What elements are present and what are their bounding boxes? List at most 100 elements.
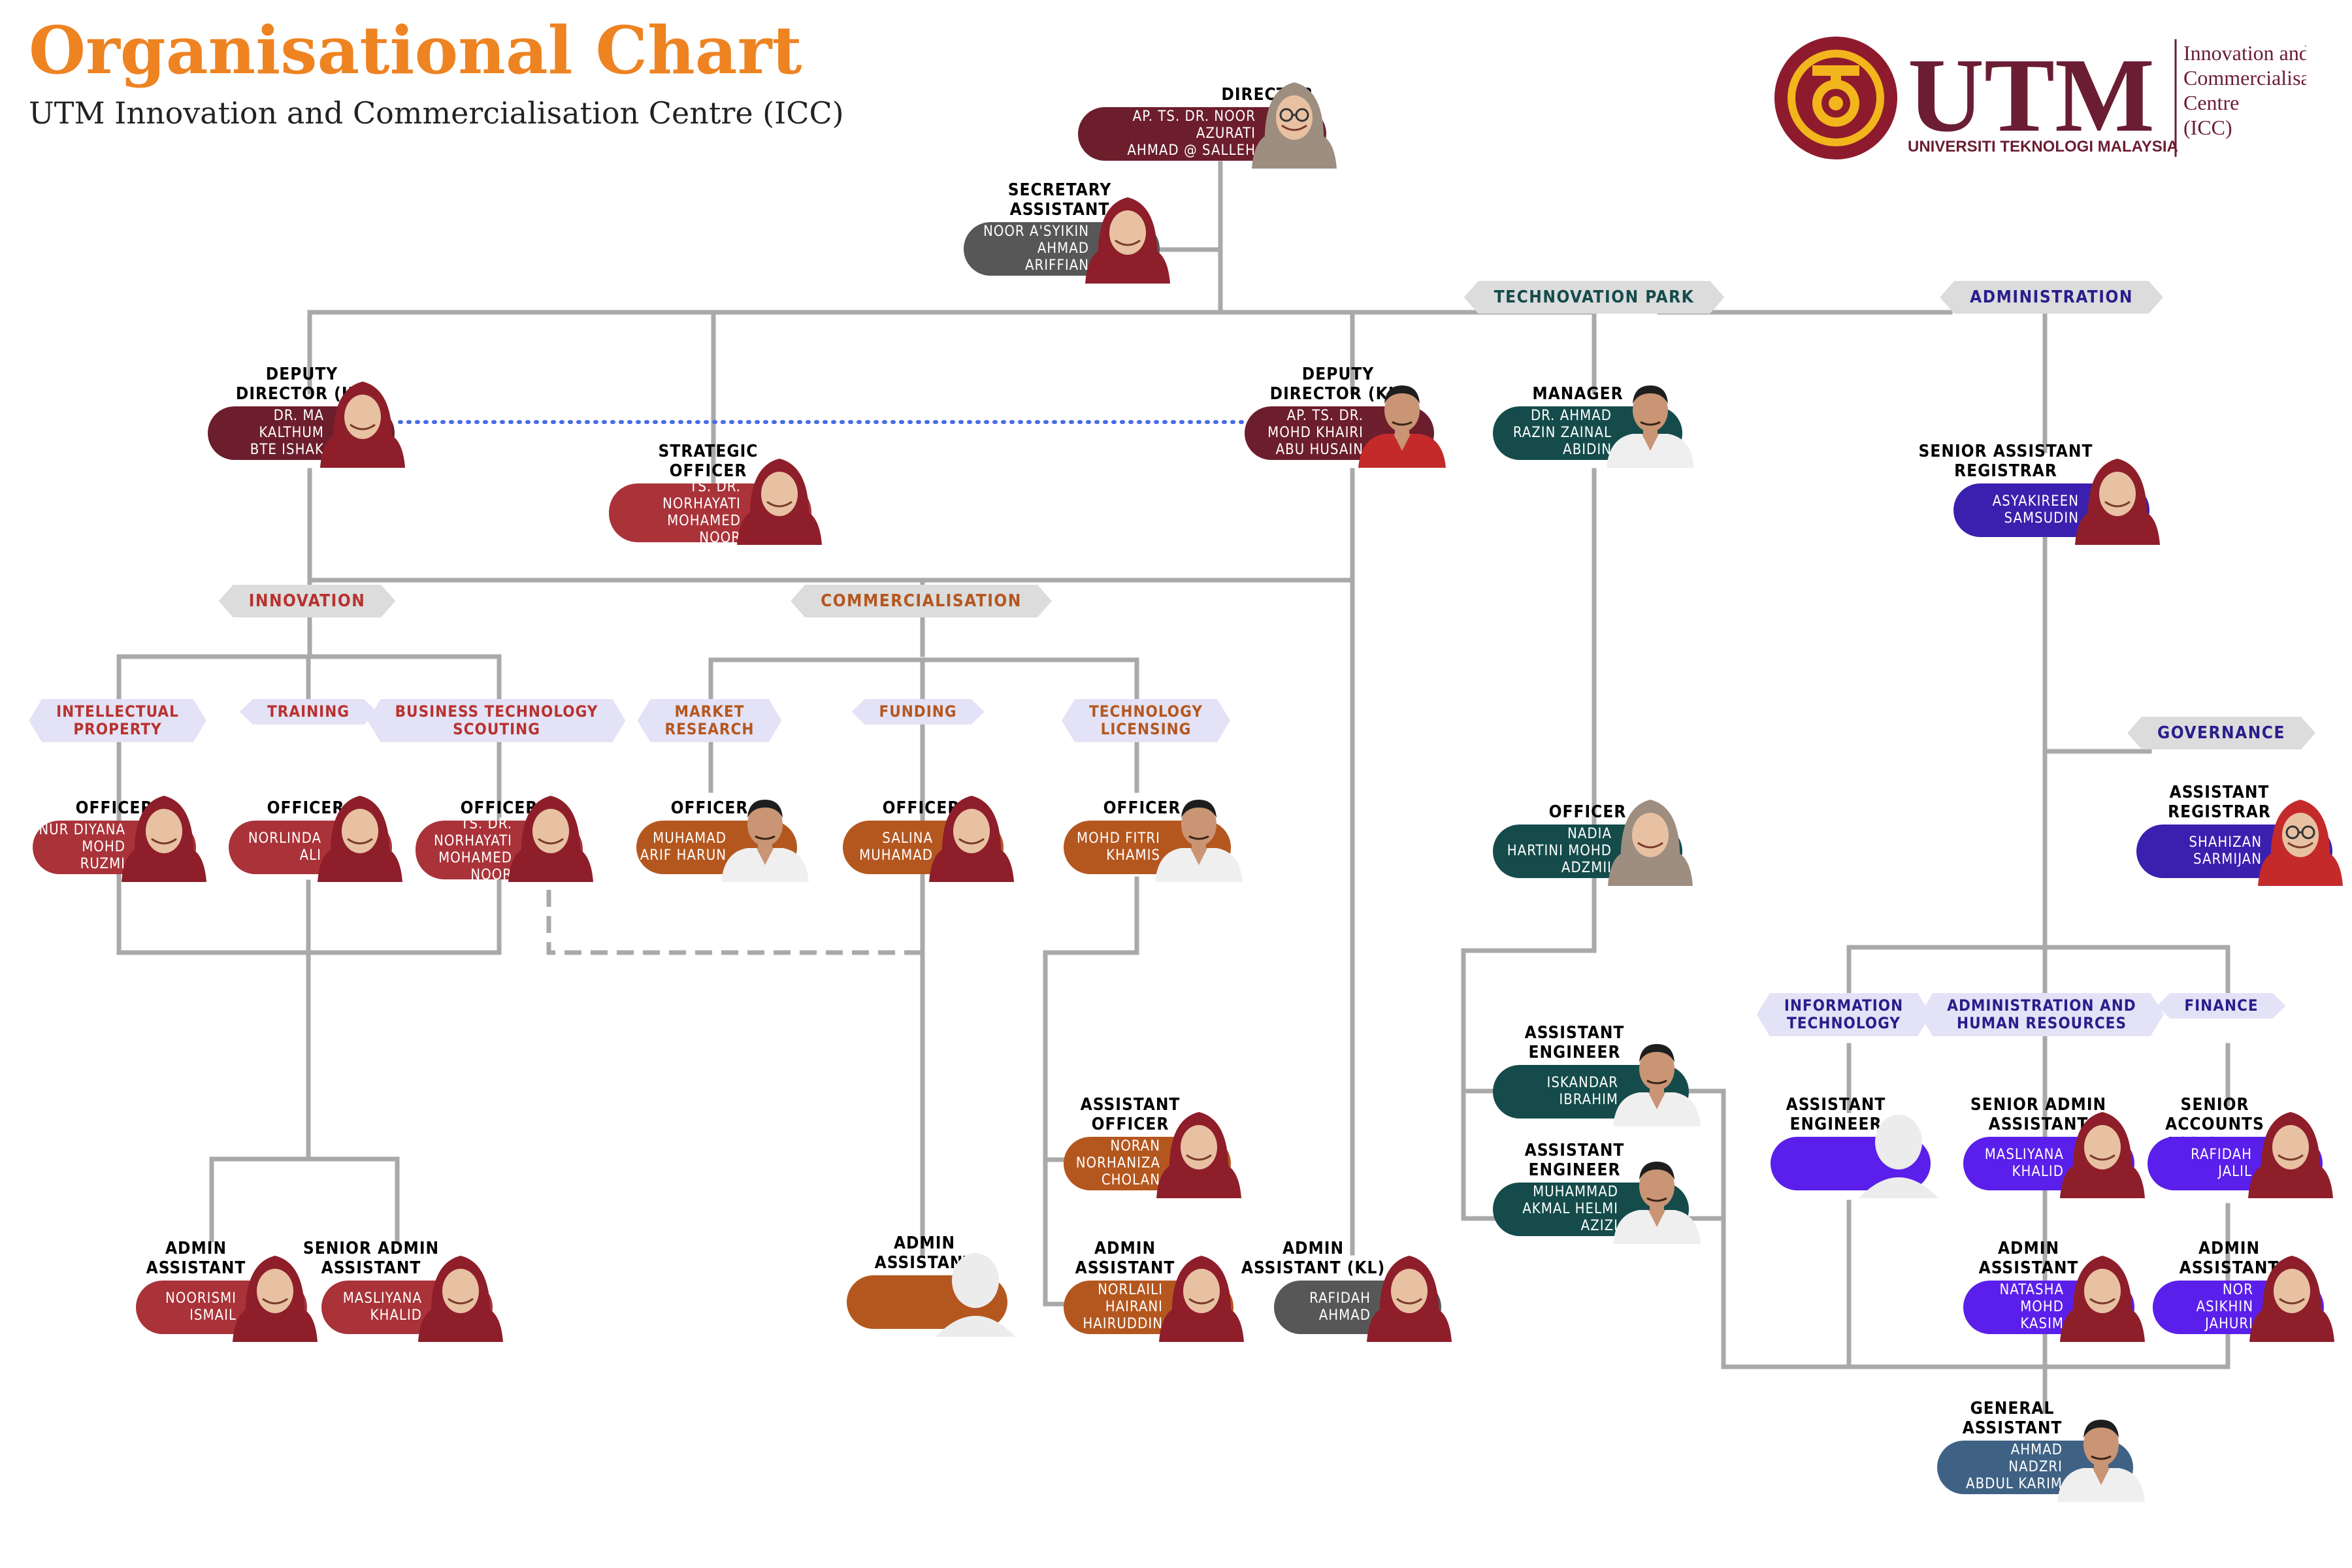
subunit-adminhr: ADMINISTRATION AND HUMAN RESOURCES	[1919, 993, 2163, 1036]
subunit-label: INTELLECTUAL PROPERTY	[56, 702, 179, 738]
role-title-saa_masliyana2: SENIOR ADMIN ASSISTANT	[1970, 1095, 2107, 1134]
role-title-off_market: OFFICER	[670, 798, 749, 818]
role-title-ga: GENERAL ASSISTANT	[1962, 1399, 2063, 1438]
person-name: SALINA MUHAMAD	[859, 830, 933, 864]
subunit-label: BUSINESS TECHNOLOGY SCOUTING	[395, 702, 598, 738]
hijab-maroon-icon	[2071, 447, 2164, 545]
subunit-label: ADMINISTRATION AND HUMAN RESOURCES	[1947, 996, 2136, 1032]
subunit-funding: FUNDING	[851, 699, 984, 725]
hijab-maroon-icon	[925, 784, 1018, 882]
section-header-commercialisation: COMMERCIALISATION	[791, 585, 1052, 617]
person-name: AP. TS. DR. MOHD KHAIRI ABU HUSAIN	[1267, 408, 1364, 458]
section-header-technovation: TECHNOVATION PARK	[1464, 281, 1725, 314]
person-name: TS. DR. NORHAYATI MOHAMED NOOR	[662, 479, 741, 546]
subunit-finance: FINANCE	[2157, 993, 2285, 1019]
blank-avatar-icon	[1852, 1100, 1945, 1198]
person-name: NORLAILI HAIRANI HAIRUDDIN	[1083, 1282, 1163, 1332]
hijab-maroon-icon	[2246, 1244, 2338, 1342]
subunit-licensing: TECHNOLOGY LICENSING	[1062, 699, 1230, 742]
role-title-off_tp: OFFICER	[1548, 802, 1627, 822]
role-title-ao_noran: ASSISTANT OFFICER	[1080, 1095, 1181, 1134]
role-title-off_funding: OFFICER	[882, 798, 960, 818]
page-subtitle: UTM Innovation and Commercialisation Cen…	[29, 95, 844, 131]
person-name: RAFIDAH AHMAD	[1309, 1290, 1371, 1324]
hijab-maroon-icon	[1152, 1100, 1245, 1198]
section-header-governance: GOVERNANCE	[2127, 717, 2315, 749]
man-white-shirt-icon	[1610, 1146, 1703, 1244]
hijab-maroon-icon	[118, 784, 210, 882]
man-white-shirt-icon	[1610, 1028, 1703, 1126]
subunit-label: MARKET RESEARCH	[664, 702, 755, 738]
svg-text:UNIVERSITI TEKNOLOGI MALAYSIA: UNIVERSITI TEKNOLOGI MALAYSIA	[1908, 138, 2178, 155]
hijab-grey-glasses-icon	[1248, 71, 1341, 169]
hijab-maroon-icon	[1155, 1244, 1248, 1342]
man-white-shirt-icon	[2055, 1404, 2148, 1502]
person-name: MASLIYANA KHALID	[342, 1290, 422, 1324]
man-white-shirt-icon	[719, 784, 811, 882]
person-name: MUHAMMAD AKMAL HELMI AZIZI	[1522, 1184, 1618, 1234]
svg-text:Innovation and Commercia: Innovation and Commercialisation Centre …	[2183, 41, 2306, 139]
role-title-sar: SENIOR ASSISTANT REGISTRAR	[1918, 442, 2093, 481]
person-name: SHAHIZAN SARMIJAN	[2189, 834, 2262, 868]
hijab-red-glasses-icon	[2254, 788, 2347, 886]
role-title-saa_masliyana: SENIOR ADMIN ASSISTANT	[302, 1239, 440, 1278]
person-name: MASLIYANA KHALID	[1984, 1147, 2064, 1180]
man-white-shirt-icon	[1152, 784, 1245, 882]
role-title-off_bts: OFFICER	[460, 798, 538, 818]
subunit-label: INFORMATION TECHNOLOGY	[1784, 996, 1904, 1032]
person-name: ASYAKIREEN SAMSUDIN	[1992, 493, 2079, 527]
hijab-maroon-icon	[229, 1244, 321, 1342]
role-title-off_licensing: OFFICER	[1103, 798, 1181, 818]
hijab-maroon-icon	[1363, 1244, 1456, 1342]
person-name: DR. MA KALTHUM BTE ISHAK	[250, 408, 324, 458]
person-name: NORAN NORHANIZA CHOLAN	[1075, 1138, 1160, 1188]
role-title-aa_kl: ADMIN ASSISTANT (KL)	[1241, 1239, 1386, 1278]
person-name: NOR ASIKHIN JAHURI	[2196, 1282, 2253, 1332]
person-name: DR. AHMAD RAZIN ZAINAL ABIDIN	[1512, 408, 1612, 458]
role-title-ae_iskandar: ASSISTANT ENGINEER	[1524, 1023, 1625, 1062]
role-title-asst_reg: ASSISTANT REGISTRAR	[2168, 783, 2271, 822]
hijab-maroon-icon	[316, 370, 409, 468]
role-title-ae_akmal: ASSISTANT ENGINEER	[1524, 1141, 1625, 1180]
role-title-ae_it: ASSISTANT ENGINEER	[1786, 1095, 1886, 1134]
person-name: NOOR A'SYIKIN AHMAD ARIFFIAN	[983, 223, 1089, 274]
man-red-shirt-icon	[1356, 370, 1448, 468]
hijab-maroon-icon	[414, 1244, 507, 1342]
hijab-maroon-icon	[1081, 186, 1174, 284]
role-title-aa_norlaili: ADMIN ASSISTANT	[1075, 1239, 1175, 1278]
role-title-off_training: OFFICER	[267, 798, 345, 818]
subunit-label: TRAINING	[267, 702, 350, 721]
person-name: NOORISMI ISMAIL	[165, 1290, 237, 1324]
person-name: NADIA HARTINI MOHD ADZMII	[1507, 826, 1612, 876]
blank-avatar-icon	[929, 1239, 1022, 1337]
person-name: MOHD FITRI KHAMIS	[1077, 830, 1160, 864]
role-title-aa_norasikhin: ADMIN ASSISTANT	[2179, 1239, 2279, 1278]
person-name: NATASHA MOHD KASIM	[1999, 1282, 2064, 1332]
role-title-secretary: SECRETARY ASSISTANT	[1007, 180, 1112, 220]
subunit-label: TECHNOLOGY LICENSING	[1089, 702, 1203, 738]
man-white-shirt-icon	[1604, 370, 1697, 468]
subunit-bts: BUSINESS TECHNOLOGY SCOUTING	[368, 699, 626, 742]
hijab-maroon-icon	[504, 784, 597, 882]
person-name: AP. TS. DR. NOOR AZURATI AHMAD @ SALLEH	[1127, 108, 1256, 159]
hijab-maroon-icon	[2244, 1100, 2337, 1198]
subunit-market: MARKET RESEARCH	[638, 699, 782, 742]
page-title: Organisational Chart	[29, 12, 802, 89]
hijab-maroon-icon	[314, 784, 406, 882]
role-title-tp_manager: MANAGER	[1532, 384, 1624, 404]
person-name: MUHAMAD ARIF HARUN	[640, 830, 727, 864]
subunit-label: FUNDING	[879, 702, 957, 721]
hijab-grey-icon	[1604, 788, 1697, 886]
hijab-maroon-icon	[2056, 1244, 2149, 1342]
role-title-aa_noorismi: ADMIN ASSISTANT	[146, 1239, 246, 1278]
role-title-aa_natasha: ADMIN ASSISTANT	[1978, 1239, 2079, 1278]
person-name: AHMAD NADZRI ABDUL KARIM	[1966, 1442, 2063, 1492]
role-title-off_ip: OFFICER	[75, 798, 154, 818]
person-name: RAFIDAH JALIL	[2191, 1147, 2252, 1180]
person-card-deputy_jb: DR. MA KALTHUM BTE ISHAK	[208, 406, 395, 460]
subunit-it: INFORMATION TECHNOLOGY	[1757, 993, 1931, 1036]
section-header-innovation: INNOVATION	[219, 585, 396, 617]
hijab-maroon-icon	[2056, 1100, 2149, 1198]
section-header-administration: ADMINISTRATION	[1940, 281, 2163, 314]
